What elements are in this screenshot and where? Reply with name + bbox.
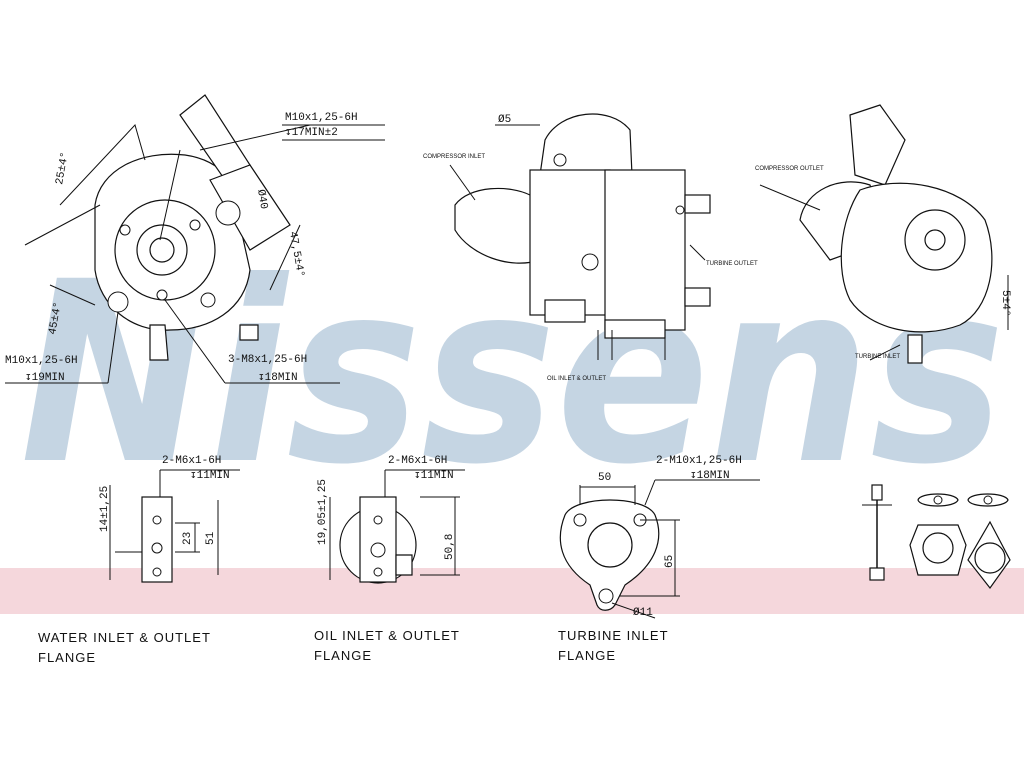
oil-dim-50: 50,8 xyxy=(444,534,456,560)
left-depth-top: ↧17MIN±2 xyxy=(285,127,338,139)
turbine-dia-11: Ø11 xyxy=(633,607,653,619)
left-thread-bottom: 3-M8x1,25-6H xyxy=(228,354,307,366)
oil-dim-19: 19,05±1,25 xyxy=(317,479,329,545)
water-flange: 2-M6x1-6H ↧11MIN 14±1,25 23 51 WATER INL… xyxy=(38,455,240,665)
turbine-thread: 2-M10x1,25-6H xyxy=(656,455,742,467)
left-depth-bottom: ↧18MIN xyxy=(258,372,298,384)
stud-bolt xyxy=(871,484,883,501)
turbine-caption-line2: FLANGE xyxy=(558,648,616,663)
right-view: COMPRESSOR OUTLET TURBINE INLET 5±4° xyxy=(755,104,1011,364)
middle-turbine-outlet: TURBINE OUTLET xyxy=(706,261,758,267)
oil-caption-line2: FLANGE xyxy=(314,648,372,663)
water-dim-14: 14±1,25 xyxy=(99,486,111,532)
oil-caption-line1: OIL INLET & OUTLET xyxy=(314,628,460,643)
water-caption-line1: WATER INLET & OUTLET xyxy=(38,630,211,645)
middle-view: Ø5 COMPRESSOR INLET TURBINE OUTLET OIL I… xyxy=(423,113,758,382)
oil-thread: 2-M6x1-6H xyxy=(388,455,447,467)
right-turbine-inlet: TURBINE INLET xyxy=(855,354,900,360)
accessory-parts xyxy=(862,484,1011,590)
left-depth-left: ↧19MIN xyxy=(25,372,65,384)
middle-dia-5: Ø5 xyxy=(498,114,511,126)
left-thread-left: M10x1,25-6H xyxy=(5,355,78,367)
turbine-caption-line1: TURBINE INLET xyxy=(558,628,669,643)
left-thread-top: M10x1,25-6H xyxy=(285,112,358,124)
right-compressor-outlet: COMPRESSOR OUTLET xyxy=(755,166,824,172)
left-view: M10x1,25-6H ↧17MIN±2 25±4° Ø40 47,5±4° 4… xyxy=(5,94,385,384)
water-thread: 2-M6x1-6H xyxy=(162,455,221,467)
middle-compressor-inlet: COMPRESSOR INLET xyxy=(423,154,485,160)
left-dia-40: Ø40 xyxy=(254,189,269,211)
oil-depth: ↧11MIN xyxy=(414,470,454,482)
water-dim-23: 23 xyxy=(182,532,194,545)
turbine-dim-50: 50 xyxy=(598,472,611,484)
oil-flange: 2-M6x1-6H ↧11MIN 19,05±1,25 50,8 OIL INL… xyxy=(314,455,465,663)
turbine-dim-65: 65 xyxy=(664,555,676,568)
turbine-flange: 2-M10x1,25-6H ↧18MIN 50 65 Ø11 TURBINE I… xyxy=(558,455,760,663)
left-angle-25: 25±4° xyxy=(54,151,72,186)
left-angle-45: 45±4° xyxy=(47,301,65,336)
water-dim-51: 51 xyxy=(205,531,217,545)
turbine-depth: ↧18MIN xyxy=(690,470,730,482)
right-angle-5: 5±4° xyxy=(999,290,1011,316)
water-caption-line2: FLANGE xyxy=(38,650,96,665)
water-depth: ↧11MIN xyxy=(190,470,230,482)
middle-oil-inlet-outlet: OIL INLET & OUTLET xyxy=(547,376,606,382)
